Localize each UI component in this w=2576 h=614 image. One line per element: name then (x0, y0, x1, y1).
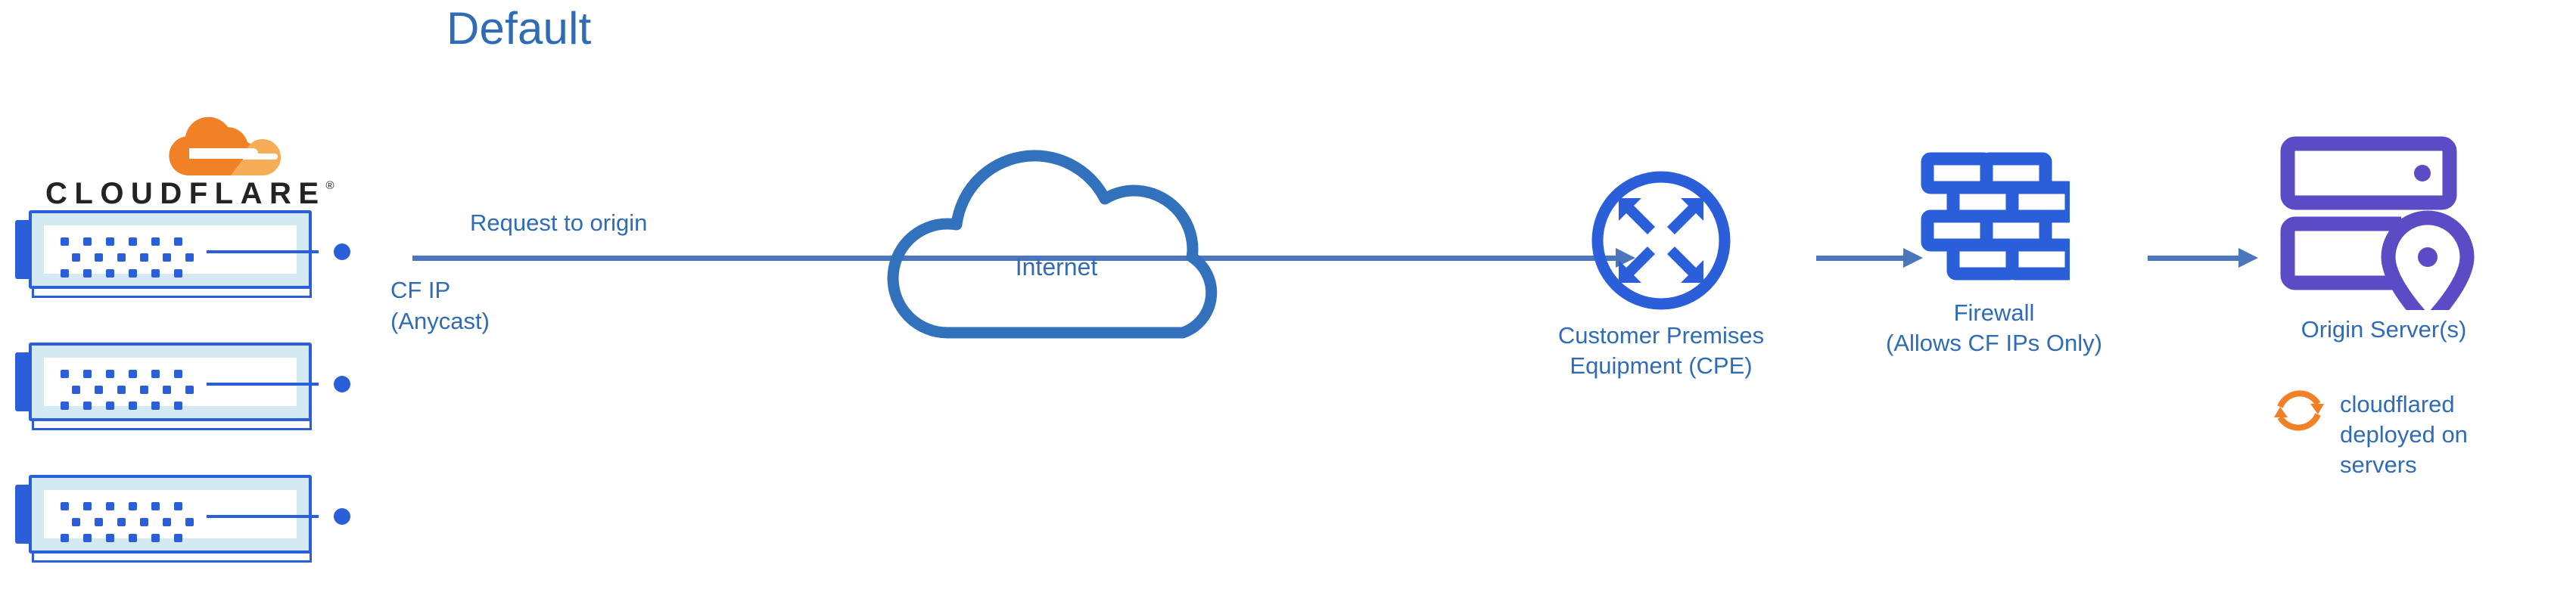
flow-arrow-cpe-to-firewall-line (1816, 256, 1903, 261)
flow-label-cf-ip-anycast: CF IP (Anycast) (390, 277, 490, 334)
converging-arrows-circle-icon (1502, 165, 1820, 316)
node-origin-server: Origin Server(s) (2221, 136, 2546, 345)
flow-arrow-cpe-to-firewall-head (1903, 248, 1923, 268)
server-status-line (207, 383, 319, 386)
brick-wall-icon (1846, 142, 2142, 293)
server-front-panel (44, 225, 350, 278)
flow-label-request-to-origin: Request to origin (470, 209, 648, 236)
server-led-indicator (334, 243, 350, 260)
cloudflare-cloud-logo-icon (146, 112, 290, 184)
registered-mark: ® (325, 179, 334, 192)
server-status-line (207, 250, 319, 253)
server-vent-dots-icon (61, 237, 194, 278)
server-status-line (207, 515, 319, 518)
internet-label: Internet (1015, 253, 1098, 281)
rack-server-icon (15, 336, 350, 435)
flow-arrow-firewall-to-origin-line (2148, 256, 2238, 261)
sync-arrows-icon (2270, 382, 2328, 443)
rack-server-icon (15, 469, 350, 567)
server-vent-dots-icon (61, 370, 194, 410)
server-chassis (29, 210, 350, 289)
cloudflared-annotation-text: cloudflared deployed on servers (2340, 391, 2468, 478)
server-led-indicator (334, 508, 350, 525)
page-title: Default (446, 3, 592, 54)
flow-arrow-firewall-to-origin-head (2238, 248, 2258, 268)
server-front-panel (44, 490, 350, 542)
server-chassis (29, 343, 350, 421)
server-led-indicator (334, 376, 350, 392)
cloudflared-annotation: cloudflared deployed on servers (2270, 382, 2573, 480)
server-rack-location-pin-icon (2221, 136, 2546, 310)
server-front-panel (44, 358, 350, 410)
node-customer-premises-equipment: Customer Premises Equipment (CPE) (1502, 165, 1820, 381)
node-caption-cpe: Customer Premises Equipment (CPE) (1557, 322, 1765, 379)
cloudflare-brand: CLOUDFLARE® (29, 98, 334, 212)
flow-arrow-edge-to-cpe-line (412, 256, 1616, 261)
server-chassis (29, 475, 350, 554)
node-caption-firewall: Firewall (Allows CF IPs Only) (1886, 299, 2102, 356)
cloudflare-edge-server-stack (15, 204, 350, 605)
internet-cloud-node: Internet (829, 106, 1283, 355)
node-firewall: Firewall (Allows CF IPs Only) (1846, 142, 2142, 358)
server-vent-dots-icon (61, 502, 194, 542)
cloud-outline-icon (887, 150, 1218, 339)
node-caption-origin: Origin Server(s) (2301, 316, 2467, 343)
cloudflare-wordmark-text: CLOUDFLARE (45, 177, 326, 210)
rack-server-icon (15, 204, 350, 302)
cloudflare-wordmark: CLOUDFLARE® (45, 177, 334, 211)
